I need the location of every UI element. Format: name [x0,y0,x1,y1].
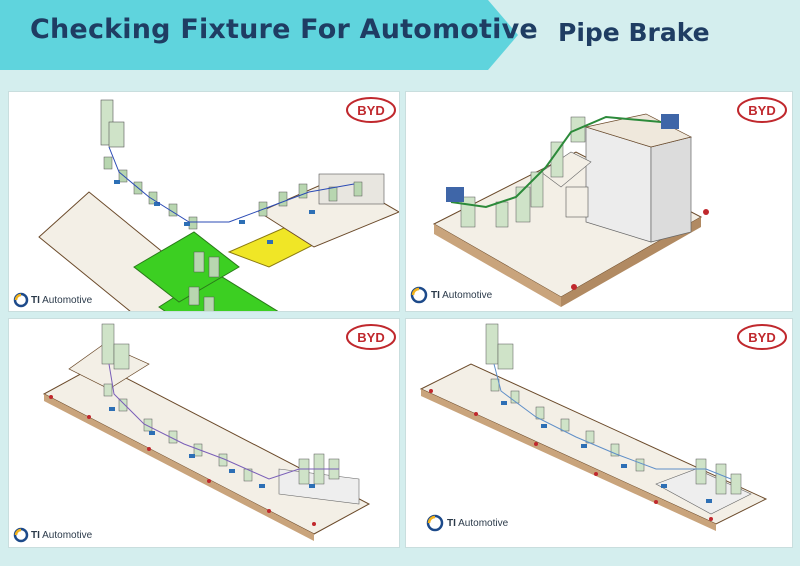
byd-logo-text: BYD [748,330,775,345]
fixture-panel-1: BYD TI Automotive [8,91,400,312]
ti-label-name: Automotive [42,294,93,306]
ti-automotive-logo: TI Automotive [426,514,508,532]
ti-label-name: Automotive [442,289,493,301]
ti-automotive-logo: TI Automotive [13,292,92,308]
ti-automotive-logo: TI Automotive [410,286,492,304]
byd-logo-text: BYD [357,103,384,118]
title-banner: Checking Fixture For Automotive [0,0,538,70]
ti-swirl-icon [426,514,444,532]
fixture-panel-4: BYD TI Automotive [405,318,793,548]
banner-shape [0,0,518,70]
byd-logo: BYD [737,324,787,350]
ti-label-bold: TI [447,517,456,529]
ti-swirl-icon [13,527,29,543]
ti-label-bold: TI [431,289,440,301]
ti-label-name: Automotive [458,517,509,529]
ti-label-bold: TI [31,294,40,306]
ti-label-bold: TI [31,529,40,541]
fixture-render-2 [432,113,709,307]
fixture-render-4 [419,323,768,531]
byd-logo-text: BYD [357,330,384,345]
byd-logo: BYD [346,324,396,350]
byd-logo: BYD [737,97,787,123]
ti-automotive-logo: TI Automotive [13,527,92,543]
fixture-render-1 [38,99,399,311]
ti-label-name: Automotive [42,529,93,541]
byd-logo-text: BYD [748,103,775,118]
ti-swirl-icon [13,292,29,308]
page-subtitle: Pipe Brake [558,18,710,47]
ti-swirl-icon [410,286,428,304]
byd-logo: BYD [346,97,396,123]
page-title: Checking Fixture For Automotive [30,14,538,45]
fixture-render-3 [42,323,371,541]
fixture-panel-3: BYD TI Automotive [8,318,400,548]
fixture-panel-2: BYD TI Automotive [405,91,793,312]
